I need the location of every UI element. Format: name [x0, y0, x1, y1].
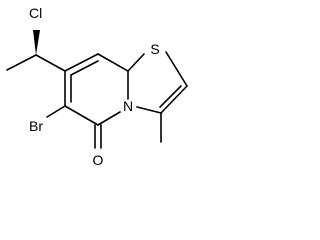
bond-methyl-chiral-carbon	[6, 54, 37, 71]
sulfur-atom-label: S	[150, 41, 159, 57]
bond-c2-c3-inner	[159, 85, 182, 108]
oxygen-atom-label: O	[93, 152, 104, 168]
bond-c8-c8a	[97, 53, 129, 72]
bond-c5-c6	[64, 105, 99, 126]
bromine-atom-label: Br	[29, 118, 43, 134]
bond-chiral-carbon-c7	[35, 54, 66, 72]
bond-c2-c3	[160, 85, 188, 114]
bond-c6-br	[46, 105, 66, 118]
bond-c7-c8	[64, 53, 99, 72]
bond-s-c2	[165, 51, 188, 87]
bond-n-c5	[97, 111, 121, 126]
bond-c3-n	[136, 106, 162, 114]
bond-c7-c8-inner	[70, 60, 99, 76]
nitrogen-atom-label: N	[123, 98, 133, 114]
stereo-wedge-bond	[33, 30, 40, 55]
molecule-structure: Cl S Br N O	[6, 5, 188, 168]
structure-canvas: Cl S Br N O	[0, 0, 208, 178]
bond-c8a-s	[127, 53, 145, 72]
chlorine-atom-label: Cl	[29, 5, 42, 21]
